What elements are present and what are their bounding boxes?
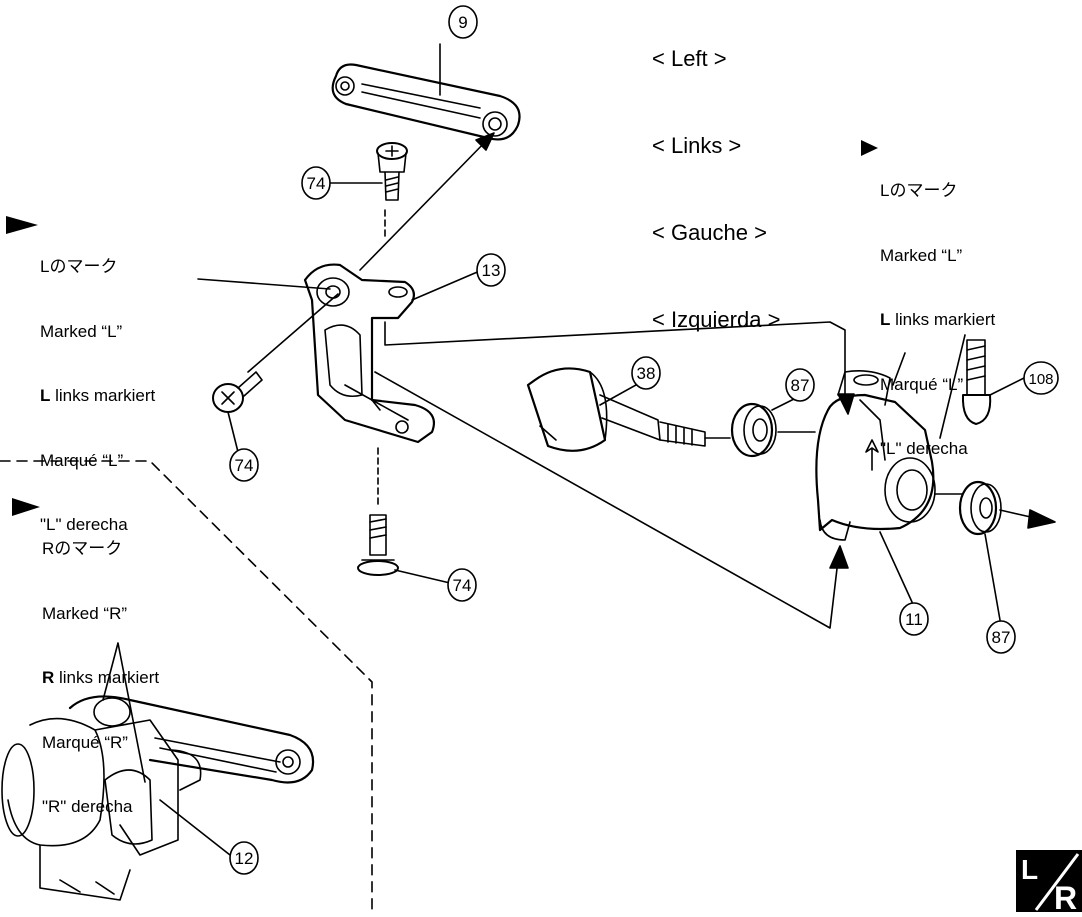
leader-13 bbox=[411, 269, 483, 301]
callout-87-outer-ring bbox=[986, 620, 1016, 654]
callout-9-ring bbox=[448, 5, 478, 39]
note-de: L links markiert bbox=[880, 309, 995, 331]
guide-line-side-screw bbox=[247, 293, 339, 373]
guide-arrow-link bbox=[475, 132, 495, 151]
guide-line-bolt bbox=[939, 334, 966, 439]
note-de-text: links markiert bbox=[54, 668, 160, 687]
part-number-12: 12 bbox=[235, 849, 254, 868]
note-marked-r: Rのマーク Marked “R” R links markiert Marqué… bbox=[42, 495, 159, 839]
callout-74-side-ring bbox=[229, 448, 259, 482]
leader-74-side bbox=[227, 411, 239, 453]
note-de-letter: L bbox=[880, 310, 891, 329]
callout-74-top-ring bbox=[301, 166, 331, 200]
leader-note-r bbox=[102, 642, 146, 783]
badge-right-letter: R bbox=[1054, 880, 1078, 916]
note-de-letter: R bbox=[42, 668, 55, 687]
routing-line-lower bbox=[374, 371, 839, 629]
callout-38-ring bbox=[631, 356, 661, 390]
note-es: "L" derecha bbox=[40, 515, 128, 534]
part-number-9: 9 bbox=[458, 13, 467, 32]
note-en: Marked “L” bbox=[40, 321, 123, 341]
leader-108 bbox=[989, 375, 1029, 396]
note-de-text: links markiert bbox=[50, 386, 156, 405]
side-screw-part bbox=[212, 371, 263, 413]
callout-108-ring bbox=[1023, 361, 1059, 395]
leader-87-inner bbox=[771, 397, 797, 411]
leader-11 bbox=[879, 531, 913, 603]
note-de-text: links markiert bbox=[890, 310, 996, 329]
language-left: < Left > bbox=[652, 46, 727, 71]
note-jp: Rのマーク bbox=[42, 539, 123, 558]
bearing-inner-part bbox=[730, 402, 777, 458]
routing-line-upper bbox=[384, 321, 846, 401]
note-de: L links markiert bbox=[40, 385, 155, 407]
part-number-74-bottom: 74 bbox=[453, 576, 472, 595]
callout-74-bottom-ring bbox=[447, 568, 477, 602]
language-heading: < Left > < Links > < Gauche > < Izquierd… bbox=[652, 0, 780, 363]
part-number-108: 108 bbox=[1028, 371, 1053, 388]
hub-carrier-part bbox=[815, 370, 936, 541]
badge-left-letter: L bbox=[1021, 854, 1039, 885]
bolt-part bbox=[961, 339, 992, 425]
link-rod-part bbox=[331, 63, 521, 141]
note-fr: Marqué “R” bbox=[42, 732, 128, 752]
top-screw-part bbox=[376, 142, 408, 201]
leader-74-bottom bbox=[394, 569, 451, 584]
axle-part bbox=[526, 367, 706, 452]
callout-87-inner-ring bbox=[785, 368, 815, 402]
note-de-letter: L bbox=[40, 386, 51, 405]
callout-11-ring bbox=[899, 602, 929, 636]
language-izquierda: < Izquierda > bbox=[652, 307, 781, 332]
note-marked-l-upright: Lのマーク Marked “L” L links markiert Marqué… bbox=[880, 137, 995, 481]
note-es: "L" derecha bbox=[880, 439, 968, 458]
inset-assembly-part bbox=[1, 695, 315, 901]
note-de: R links markiert bbox=[42, 667, 159, 689]
leader-38 bbox=[599, 384, 637, 406]
part-number-74-side: 74 bbox=[235, 456, 254, 475]
part-number-11: 11 bbox=[905, 610, 923, 629]
part-number-87-outer: 87 bbox=[992, 628, 1011, 647]
callout-12-ring bbox=[229, 841, 259, 875]
language-gauche: < Gauche > bbox=[652, 220, 767, 245]
note-es: "R" derecha bbox=[42, 797, 133, 816]
note-en: Marked “L” bbox=[880, 245, 963, 265]
routing-arrow-lower bbox=[829, 545, 849, 569]
callout-circles bbox=[229, 5, 1059, 875]
badge-divider-icon bbox=[1034, 853, 1080, 911]
guide-arrow-outward bbox=[1027, 509, 1056, 529]
note-fr: Marqué “L” bbox=[40, 450, 124, 470]
leader-note-l-left bbox=[197, 278, 331, 290]
bottom-screw-part bbox=[357, 514, 399, 576]
note-pointer-l-upright bbox=[861, 140, 878, 156]
note-fr: Marqué “L” bbox=[880, 374, 964, 394]
callout-13-ring bbox=[476, 253, 506, 287]
note-en: Marked “R” bbox=[42, 603, 128, 623]
note-pointer-l-left bbox=[6, 216, 38, 234]
leader-note-l-upright bbox=[892, 352, 906, 386]
part-number-38: 38 bbox=[637, 364, 656, 383]
note-jp: Lのマーク bbox=[880, 181, 958, 200]
part-number-13: 13 bbox=[482, 261, 501, 280]
guide-line-link bbox=[359, 136, 491, 271]
inset-dashed-border bbox=[0, 460, 373, 912]
language-links: < Links > bbox=[652, 133, 742, 158]
leader-12 bbox=[159, 799, 231, 856]
note-jp: Lのマーク bbox=[40, 257, 118, 276]
part-number-74-top: 74 bbox=[307, 174, 326, 193]
part-number-87-inner: 87 bbox=[791, 376, 810, 395]
upright-part bbox=[303, 263, 436, 444]
note-pointer-r bbox=[12, 498, 40, 516]
note-marked-l-left: Lのマーク Marked “L” L links markiert Marqué… bbox=[40, 213, 155, 557]
bearing-outer-part bbox=[958, 480, 1002, 536]
left-right-badge: L R bbox=[1016, 850, 1082, 916]
leader-87-outer bbox=[984, 533, 1001, 621]
